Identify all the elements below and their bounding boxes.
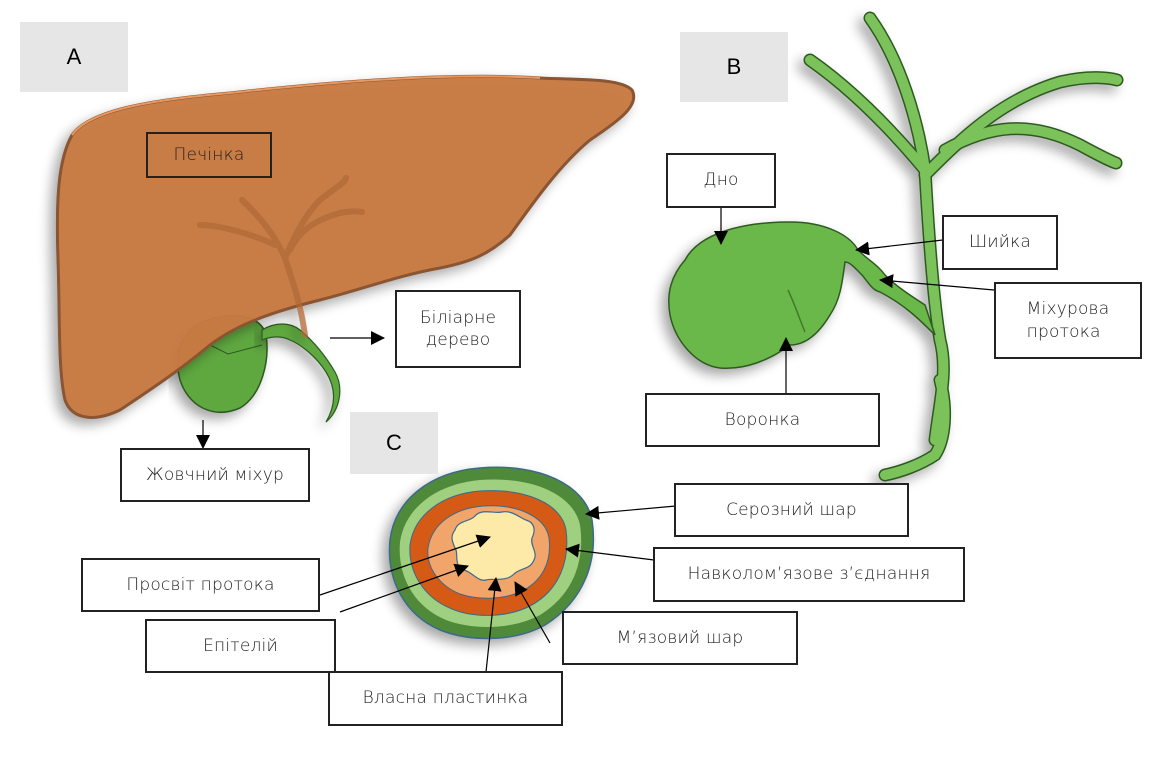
lumen-label-text: Просвіт протока <box>126 574 275 595</box>
muscle-pointer <box>514 581 551 644</box>
panel-a-tag: A <box>20 22 128 92</box>
biliary-tree-label-text: Біліарне дерево <box>419 307 497 350</box>
infundibulum-label: Воронка <box>645 393 880 447</box>
serosa-label-text: Серозний шар <box>726 499 857 520</box>
fundus-label: Дно <box>666 153 776 208</box>
panel-b-gallbladder <box>668 221 936 369</box>
cystic-duct-label: Міхурова протока <box>994 282 1142 359</box>
perimuscular-pointer <box>565 543 655 561</box>
epithelium-label: Епітелій <box>145 619 336 673</box>
panel-b-biliary-tree <box>803 11 1124 482</box>
muscle-layer-label-text: М’язовий шар <box>616 627 744 648</box>
muscle-layer-label: М’язовий шар <box>562 611 798 665</box>
perimuscular-connective-label: Навколом’язове з’єднання <box>653 547 965 602</box>
panel-c-tag: C <box>350 412 438 474</box>
cystic-duct-pointer <box>879 274 995 291</box>
gallbladder-label: Жовчний міхур <box>120 448 310 502</box>
panel-c-duct-cross-section <box>388 466 595 640</box>
liver-label-text: Печінка <box>173 144 245 165</box>
lumen-pointer <box>319 534 491 596</box>
neck-label-text: Шийка <box>968 232 1032 253</box>
neck-pointer <box>855 239 944 256</box>
serosa-pointer <box>585 505 677 520</box>
panel-a-bile-duct <box>261 323 341 423</box>
lamina-propria-label: Власна пластинка <box>328 671 563 726</box>
serosa-label: Серозний шар <box>674 483 909 537</box>
lamina-propria-label-text: Власна пластинка <box>362 688 529 709</box>
fundus-label-text: Дно <box>703 170 739 191</box>
infundibulum-label-text: Воронка <box>724 409 801 430</box>
panel-a-liver <box>55 74 636 419</box>
cystic-duct-label-text: Міхурова протока <box>1026 299 1110 342</box>
neck-label: Шийка <box>942 215 1058 270</box>
liver-label: Печінка <box>146 132 272 178</box>
perimuscular-connective-label-text: Навколом’язове з’єднання <box>687 564 931 585</box>
panel-b-tag: B <box>680 32 788 102</box>
lumen-label: Просвіт протока <box>81 558 320 612</box>
lamina-propria-pointer <box>485 577 502 673</box>
biliary-tree-label: Біліарне дерево <box>395 290 521 368</box>
epithelium-label-text: Епітелій <box>203 635 278 656</box>
gallbladder-label-text: Жовчний міхур <box>145 464 285 485</box>
epithelium-pointer <box>339 563 469 613</box>
